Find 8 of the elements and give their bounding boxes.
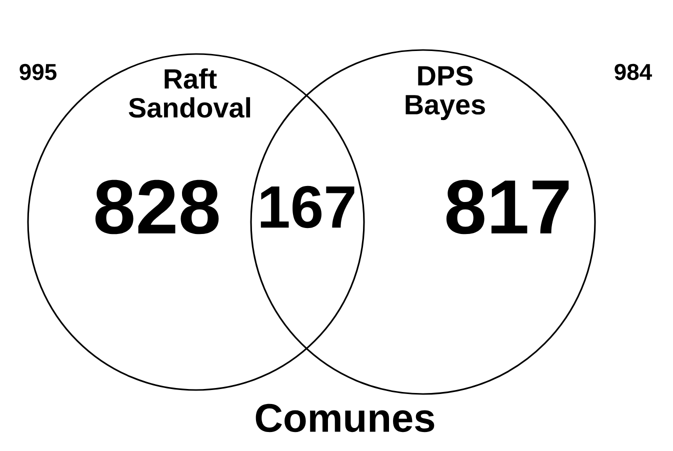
total-count: 995 [20, 64, 56, 80]
caption: Comunes [256, 404, 434, 432]
total-count: 984 [614, 64, 652, 80]
set-name: DPS Bayes [406, 66, 485, 120]
count: 167 [260, 186, 354, 228]
count: 817 [446, 180, 569, 234]
set-name: Raft Sandoval [128, 68, 250, 118]
count: 828 [95, 180, 219, 234]
